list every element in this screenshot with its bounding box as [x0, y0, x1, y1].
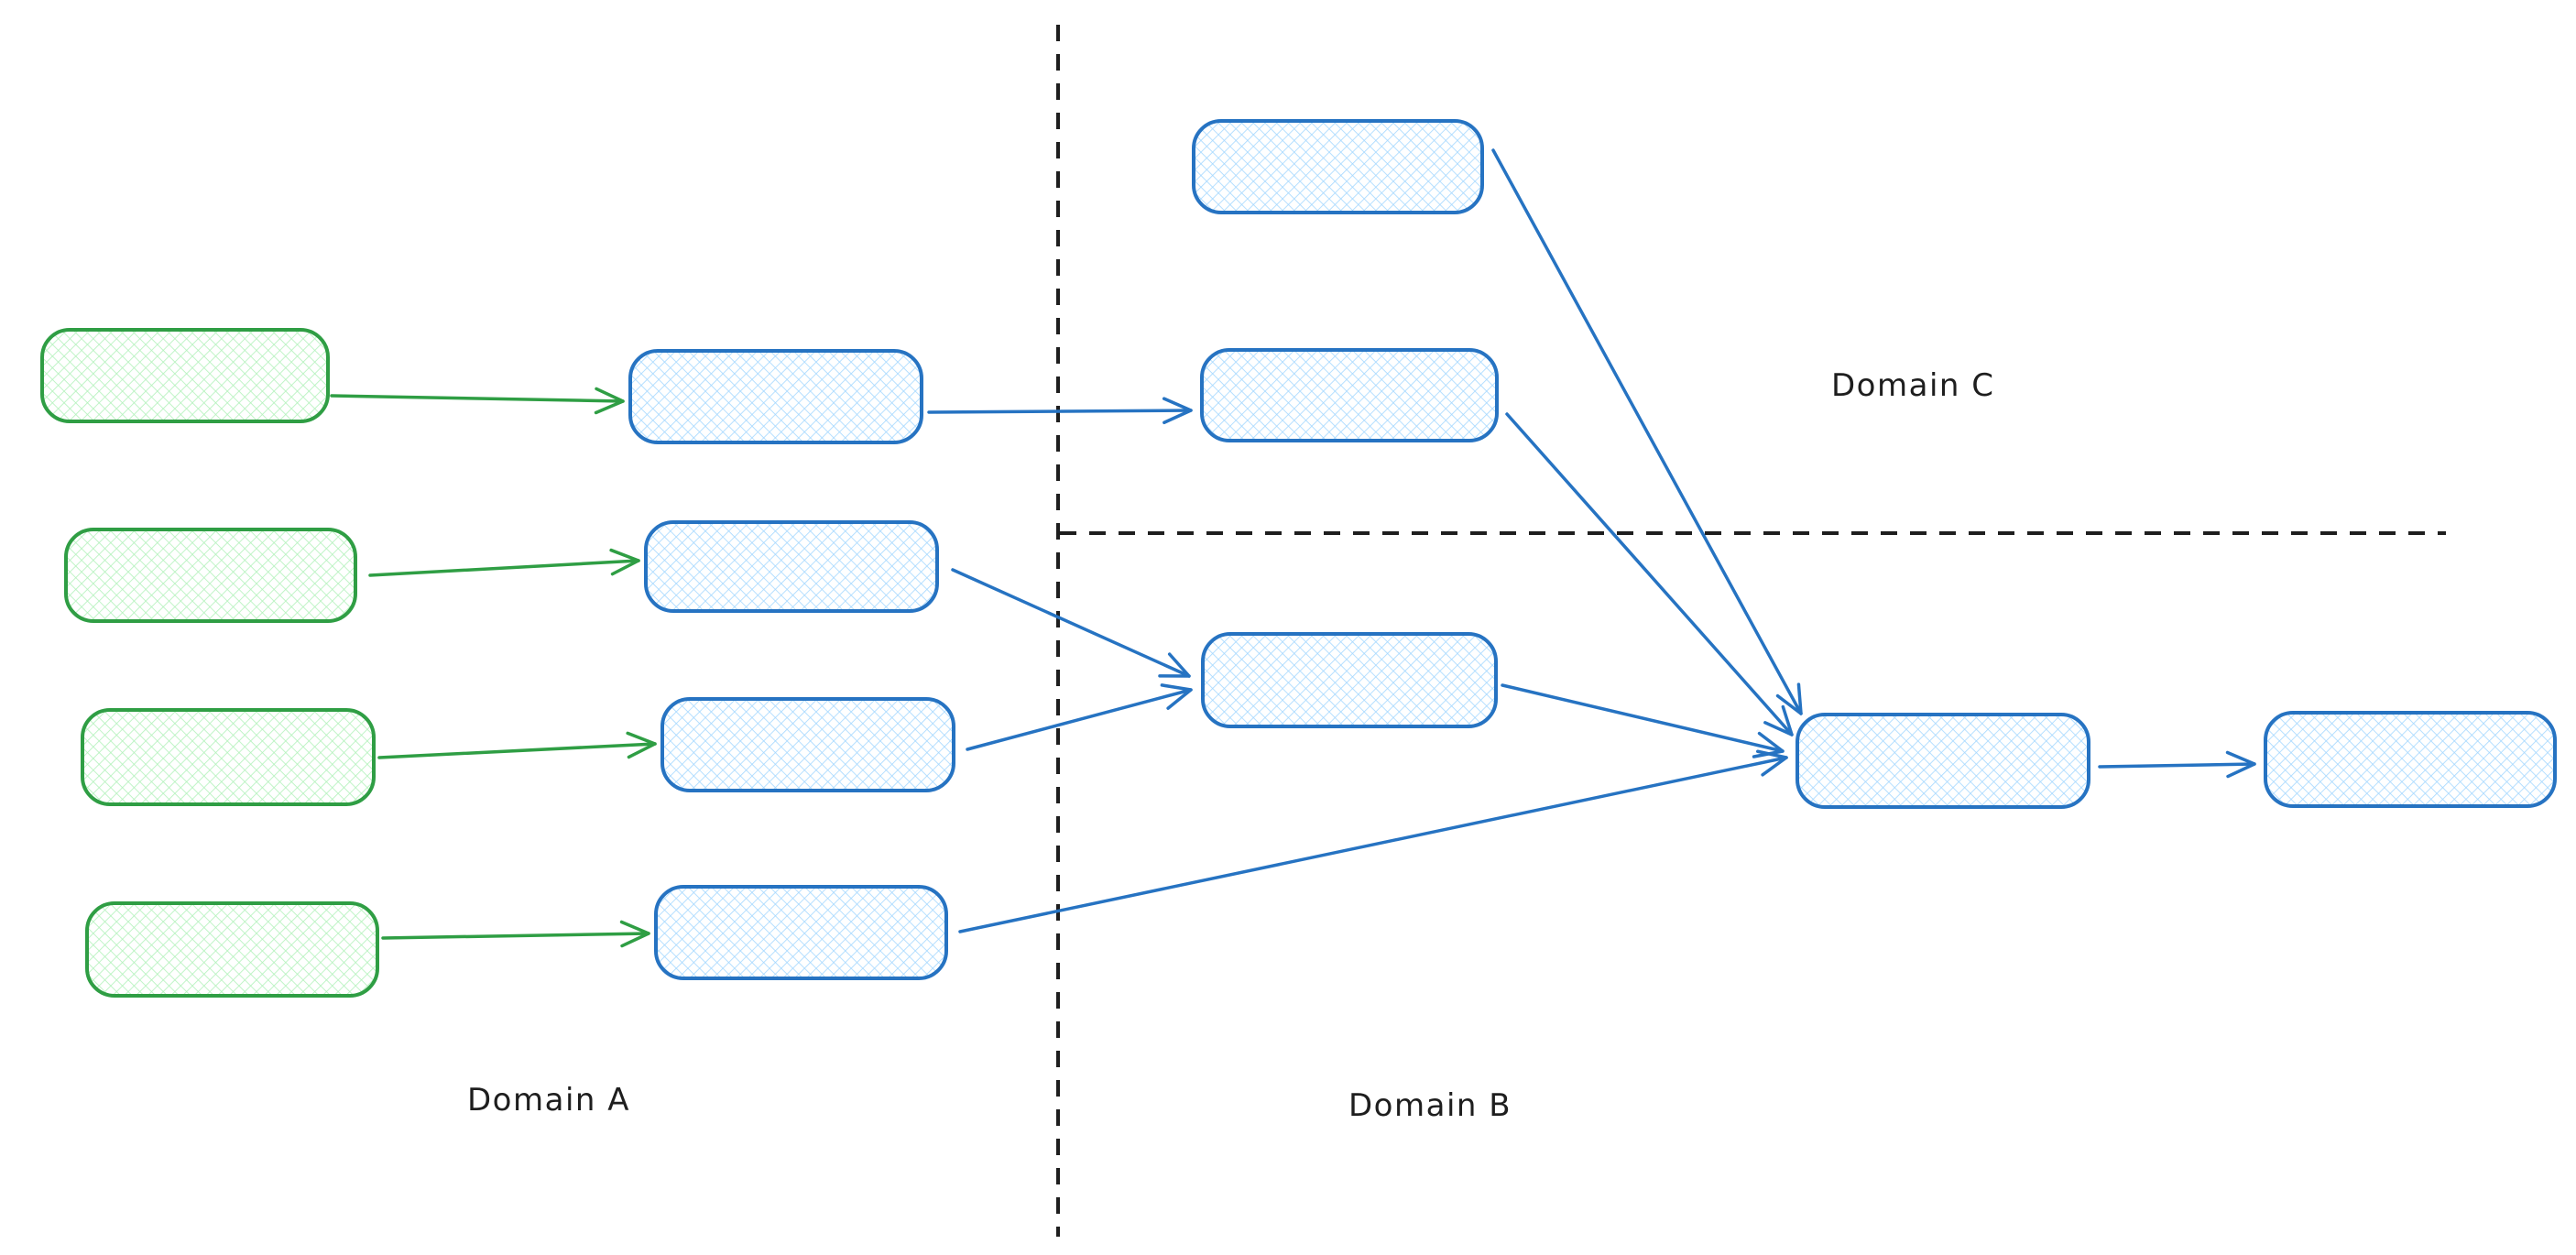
arrow-b1-b2 — [1501, 683, 1785, 758]
dividers-layer — [1056, 25, 2446, 1237]
arrow-g4-a4 — [381, 920, 650, 948]
blue-node-a2 — [644, 520, 939, 613]
arrow-a2-b1 — [951, 568, 1191, 678]
arrow-g1-a1 — [330, 387, 625, 415]
domain-c-label: Domain C — [1831, 367, 1994, 404]
arrow-a4-b2 — [958, 749, 1788, 933]
domain-a-label: Domain A — [467, 1082, 630, 1119]
blue-node-c2 — [1200, 348, 1499, 442]
arrow-b2-b3 — [2098, 750, 2256, 779]
blue-node-b3 — [2264, 711, 2557, 808]
arrow-g3-a3 — [377, 731, 657, 759]
arrow-c2-b2 — [1505, 412, 1794, 737]
blue-node-b2 — [1796, 713, 2090, 809]
labels-layer: Domain A Domain B Domain C — [467, 367, 1994, 1124]
domain-b-label: Domain B — [1348, 1087, 1512, 1124]
green-node-2 — [64, 528, 357, 623]
arrow-a3-b1 — [966, 683, 1193, 751]
arrow-g2-a2 — [368, 548, 640, 577]
blue-node-c1 — [1192, 119, 1484, 214]
blue-node-b1 — [1201, 632, 1498, 728]
green-node-1 — [40, 328, 330, 423]
blue-node-a3 — [660, 697, 955, 792]
nodes-layer — [40, 119, 2557, 998]
blue-node-a1 — [628, 349, 923, 444]
arrow-c1-b2 — [1491, 148, 1803, 715]
blue-node-a4 — [654, 885, 948, 980]
arrow-a1-c2 — [927, 397, 1193, 425]
green-node-4 — [85, 901, 379, 998]
green-node-3 — [81, 708, 376, 806]
arrows-layer — [330, 148, 2256, 948]
